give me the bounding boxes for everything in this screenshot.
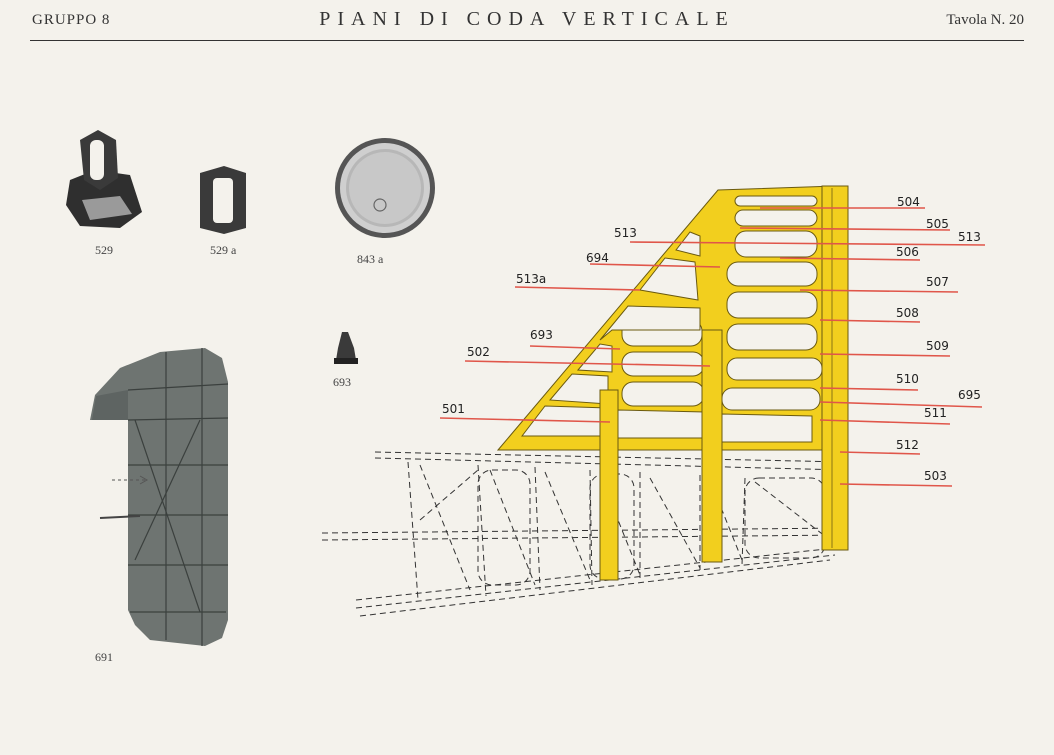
callout-507: 507 [926,275,949,289]
callout-513: 513 [614,226,637,240]
group-label: GRUPPO 8 [32,12,111,28]
plate-title: PIANI DI CODA VERTICALE [319,8,735,30]
callout-501: 501 [442,402,465,416]
part-529a-plate [200,166,246,234]
plate-header: GRUPPO 8 PIANI DI CODA VERTICALE Tavola … [0,0,1054,45]
callout-labels: 504 505 513 506 507 508 509 510 695 511 … [442,195,981,483]
part-691-rudder [90,348,229,646]
callout-513-right: 513 [958,230,981,244]
part-843a-cover [335,138,435,238]
caption-691: 691 [95,650,113,664]
header-rule [30,40,1024,41]
callout-lines [439,207,986,487]
callout-511: 511 [924,406,947,420]
callout-504: 504 [897,195,920,209]
callout-506: 506 [896,245,919,259]
callout-513a: 513a [516,272,546,286]
callout-512: 512 [896,438,919,452]
callout-693: 693 [530,328,553,342]
callout-505: 505 [926,217,949,231]
caption-693: 693 [333,375,351,389]
callout-694: 694 [586,251,609,265]
caption-843a: 843 a [357,252,384,266]
callout-503: 503 [924,469,947,483]
callout-502: 502 [467,345,490,359]
plate-number: Tavola N. 20 [946,12,1024,28]
caption-529a: 529 a [210,243,237,257]
fuselage-dashed-outline [321,451,846,617]
callout-508: 508 [896,306,919,320]
callout-509: 509 [926,339,949,353]
fin-framework [496,185,849,581]
part-693-cap [334,332,358,364]
callout-695: 695 [958,388,981,402]
callout-510: 510 [896,372,919,386]
part-529-bracket [66,130,142,228]
caption-529: 529 [95,243,113,257]
